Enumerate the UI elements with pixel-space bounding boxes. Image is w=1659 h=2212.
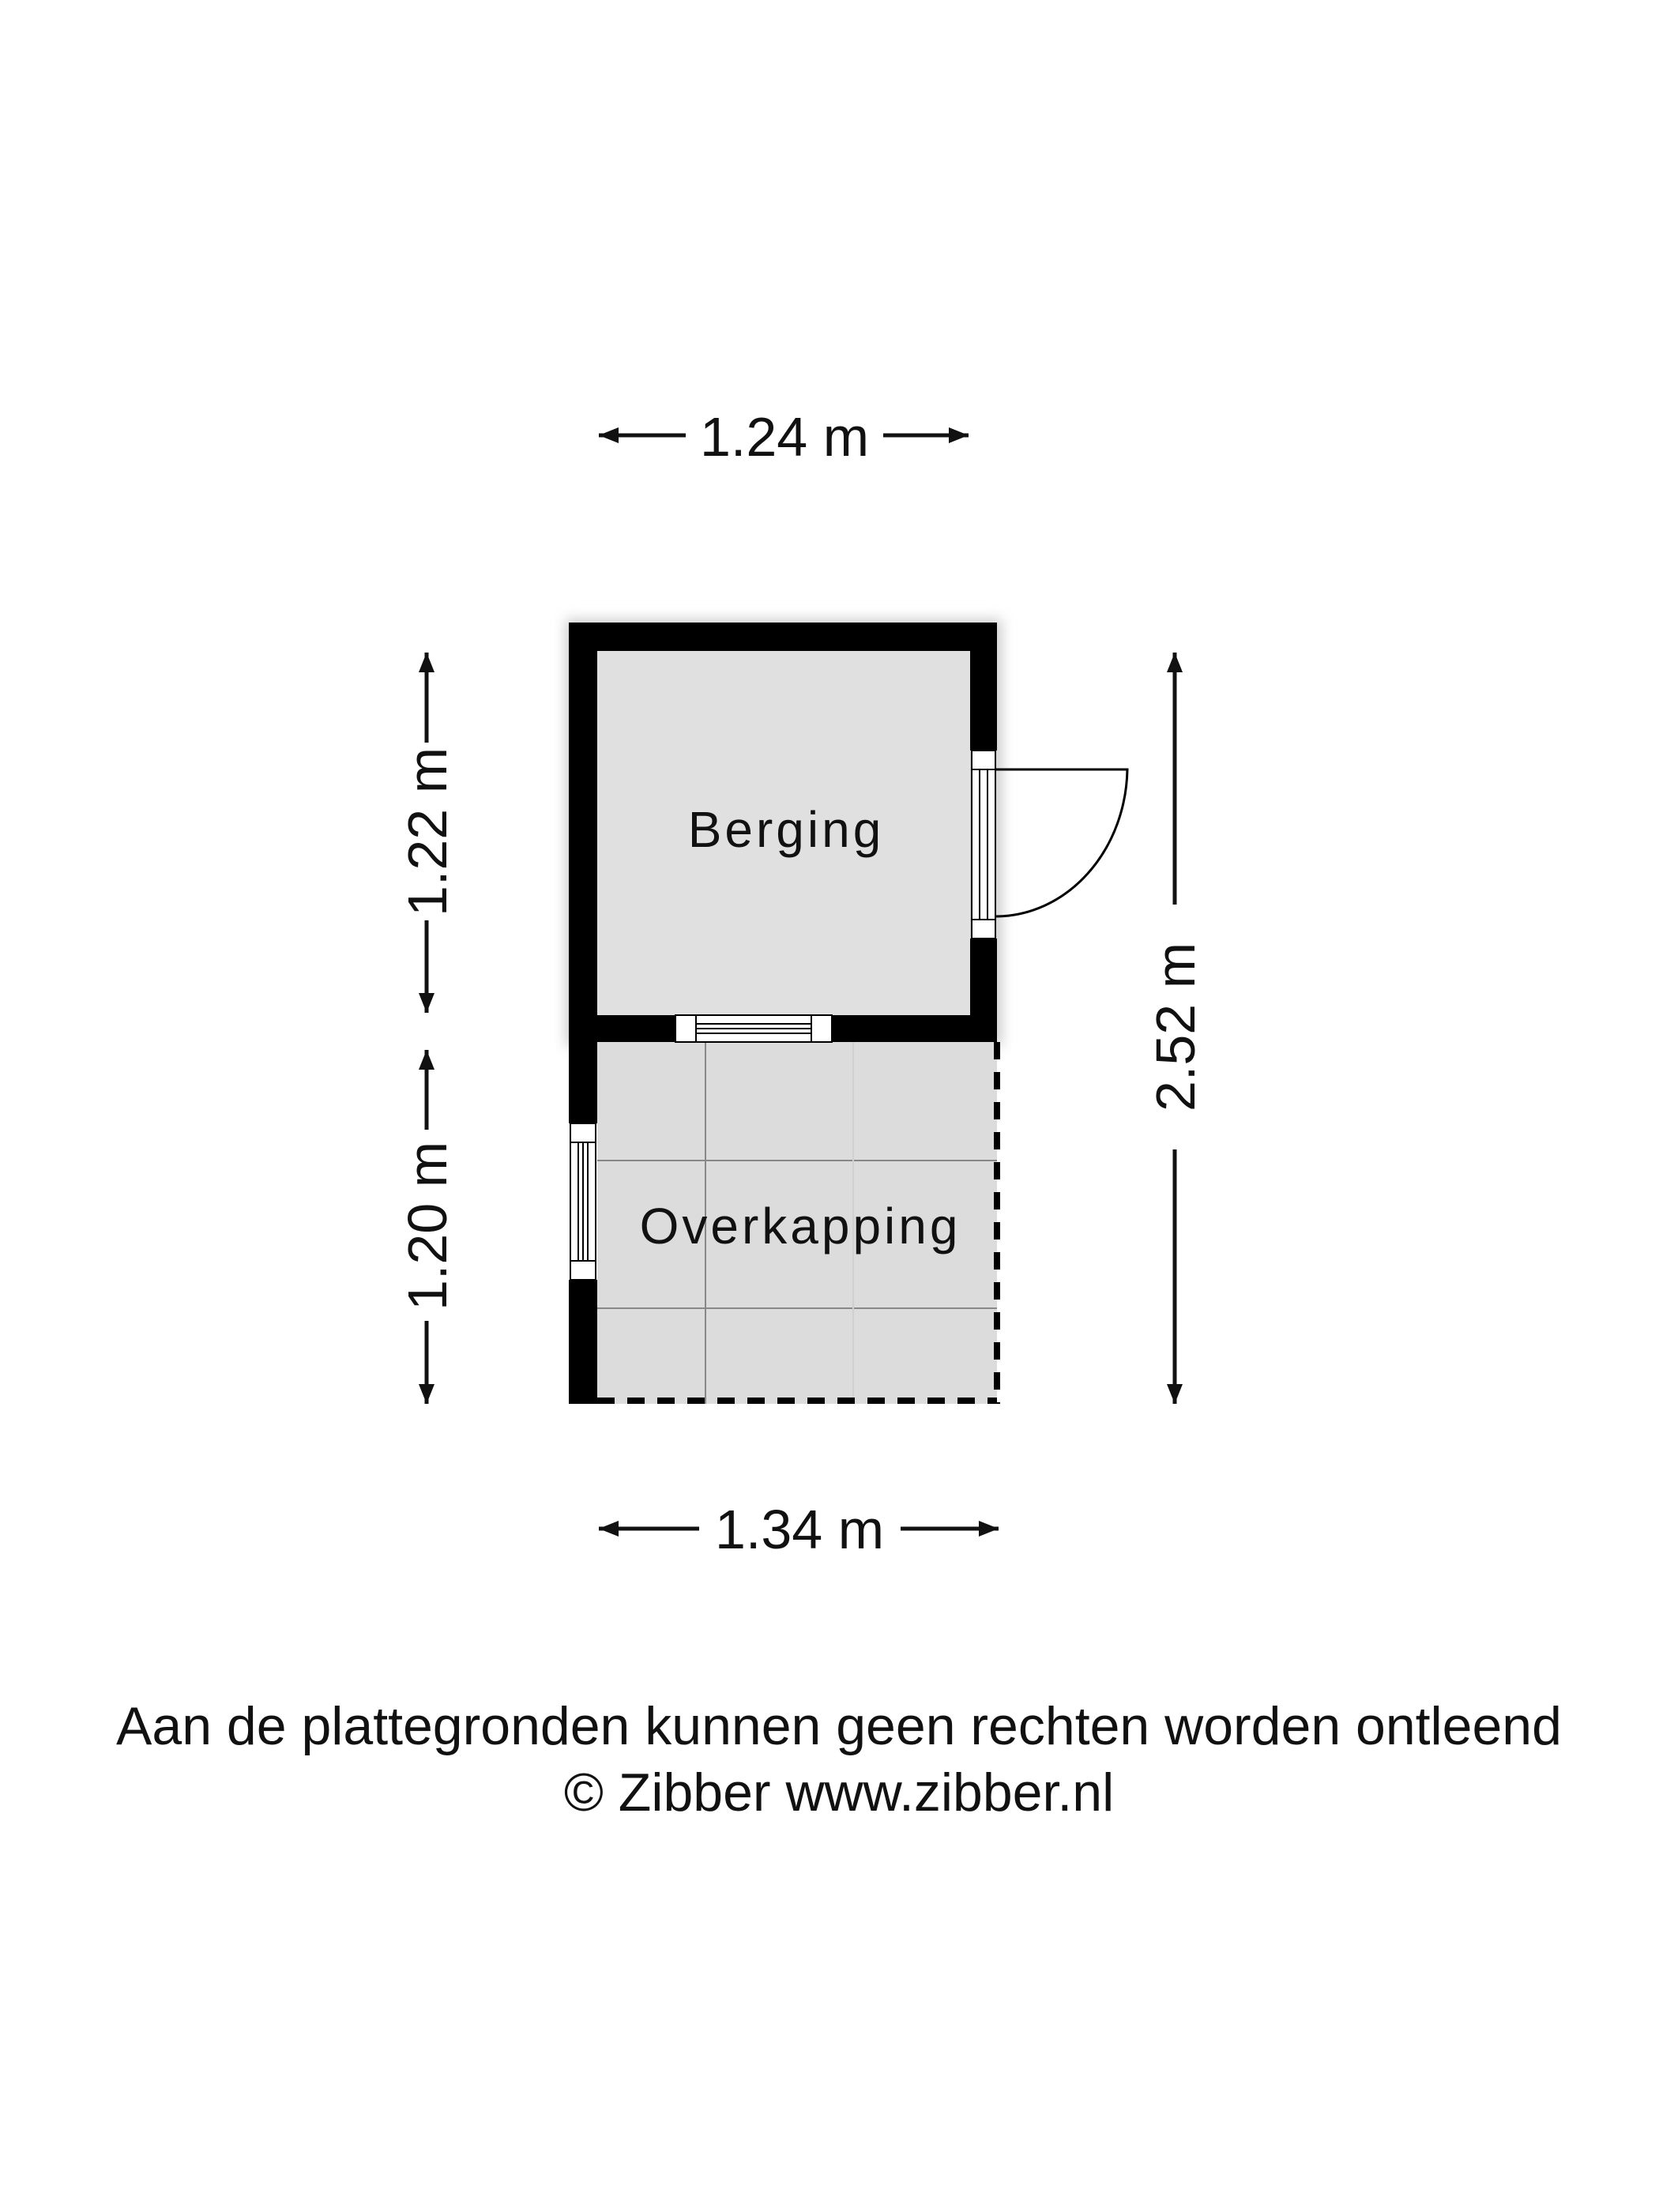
room-label-berging: Berging [688, 801, 885, 858]
berging-floor [597, 651, 970, 1015]
tile-lines [597, 1042, 997, 1404]
window-mid-wall [675, 1014, 833, 1043]
dim-right-total-height: 2.52 m [1145, 942, 1206, 1112]
dim-top-width: 1.24 m [700, 406, 869, 468]
door-swing-arc [995, 768, 1129, 918]
window-left-wall [570, 1123, 596, 1281]
footer-copyright: © Zibber www.zibber.nl [564, 1762, 1114, 1823]
open-side-dashed [597, 1042, 1000, 1404]
walls [569, 623, 997, 1404]
door [971, 750, 1129, 939]
dim-left-upper-height: 1.22 m [397, 747, 458, 916]
room-label-overkapping: Overkapping [640, 1198, 961, 1255]
footer-disclaimer: Aan de plattegronden kunnen geen rechten… [116, 1696, 1562, 1756]
dim-bottom-width: 1.34 m [715, 1499, 884, 1560]
dim-left-lower-height: 1.20 m [397, 1142, 458, 1311]
overkapping-floor [597, 1042, 997, 1404]
